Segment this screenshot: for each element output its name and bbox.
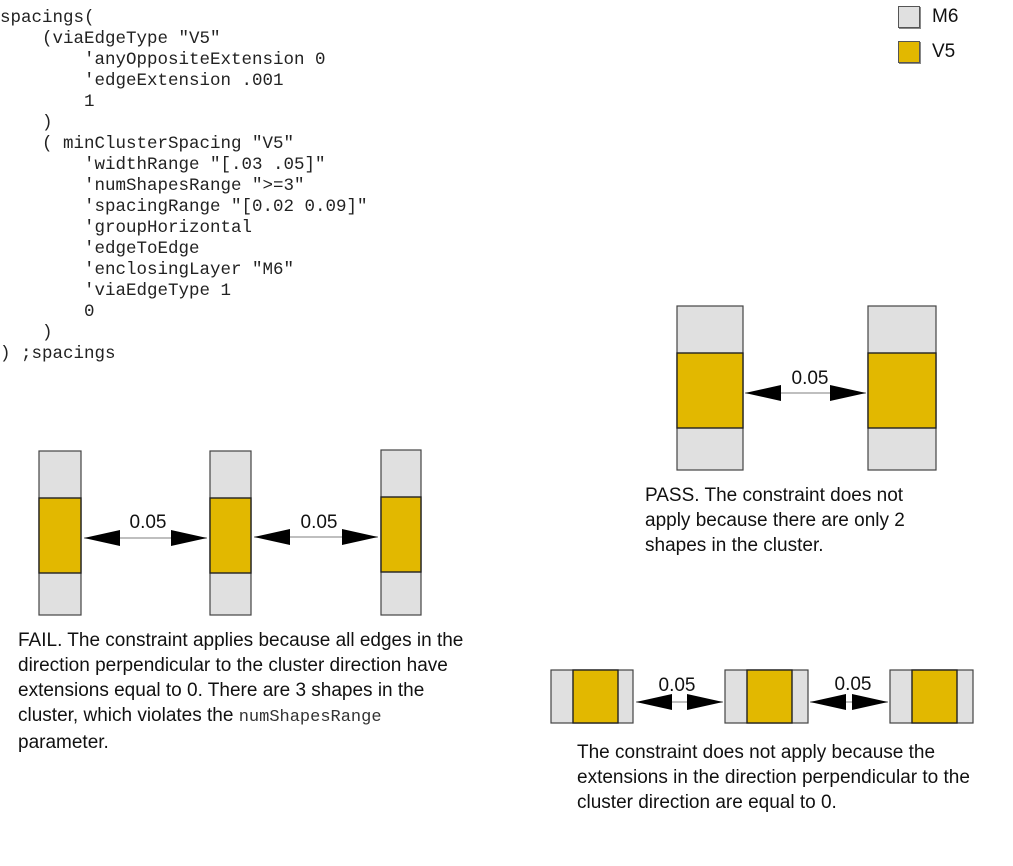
param-name: numShapesRange	[238, 708, 382, 727]
shape-2	[724, 669, 809, 724]
code-line: 1	[0, 92, 95, 112]
spacing-label: 0.05	[130, 512, 167, 533]
pass-caption: PASS. The constraint does not apply beca…	[645, 485, 905, 556]
legend-label: V5	[932, 41, 956, 62]
shape-1	[38, 450, 82, 616]
legend-item-v5: V5	[898, 41, 955, 63]
code-line: 'widthRange "[.03 .05]"	[0, 155, 326, 175]
spacing-label: 0.05	[301, 512, 338, 533]
legend-item-m6: M6	[898, 6, 958, 28]
spacing-label: 0.05	[659, 675, 696, 696]
shape-2	[209, 450, 252, 616]
code-line: 'spacingRange "[0.02 0.09]"	[0, 197, 368, 217]
code-line: (viaEdgeType "V5"	[0, 29, 221, 49]
v5-via	[911, 669, 958, 724]
v5-via	[676, 352, 744, 429]
code-line: 'anyOppositeExtension 0	[0, 50, 326, 70]
code-line: spacings(	[0, 8, 95, 28]
legend-label: M6	[932, 6, 959, 27]
legend-swatch-v5	[898, 41, 920, 63]
code-line: 'groupHorizontal	[0, 218, 253, 238]
code-line: 'enclosingLayer "M6"	[0, 260, 295, 280]
not-applicable-caption: The constraint does not apply because th…	[577, 742, 970, 813]
shape-1	[550, 669, 634, 724]
fail-caption-text: FAIL. The constraint applies because all…	[18, 630, 464, 726]
fail-caption: FAIL. The constraint applies because all…	[18, 628, 468, 755]
code-line: 'edgeToEdge	[0, 239, 200, 259]
fail-caption-text: parameter.	[18, 732, 109, 753]
code-line: ( minClusterSpacing "V5"	[0, 134, 295, 154]
code-line: )	[0, 113, 53, 133]
legend-swatch-m6	[898, 6, 920, 28]
code-listing: spacings( (viaEdgeType "V5" 'anyOpposite…	[0, 8, 368, 365]
v5-via	[380, 496, 422, 573]
shape-3	[889, 669, 974, 724]
fail-example-diagram: 0.05 0.05	[38, 449, 422, 616]
shape-3	[380, 449, 422, 616]
v5-via	[209, 497, 252, 574]
code-line: 'edgeExtension .001	[0, 71, 284, 91]
code-line: 'viaEdgeType 1	[0, 281, 232, 301]
v5-via	[572, 669, 619, 724]
pass-example-diagram: 0.05	[676, 305, 937, 471]
shape-2	[867, 305, 937, 471]
v5-via	[38, 497, 82, 574]
v5-via	[867, 352, 937, 429]
code-line: )	[0, 323, 53, 343]
shape-1	[676, 305, 744, 471]
not-applicable-example-diagram: 0.05 0.05	[550, 669, 974, 724]
spacing-label: 0.05	[835, 674, 872, 695]
code-line: 0	[0, 302, 95, 322]
code-line: ) ;spacings	[0, 344, 116, 364]
spacing-label: 0.05	[792, 368, 829, 389]
v5-via	[746, 669, 793, 724]
code-line: 'numShapesRange ">=3"	[0, 176, 305, 196]
